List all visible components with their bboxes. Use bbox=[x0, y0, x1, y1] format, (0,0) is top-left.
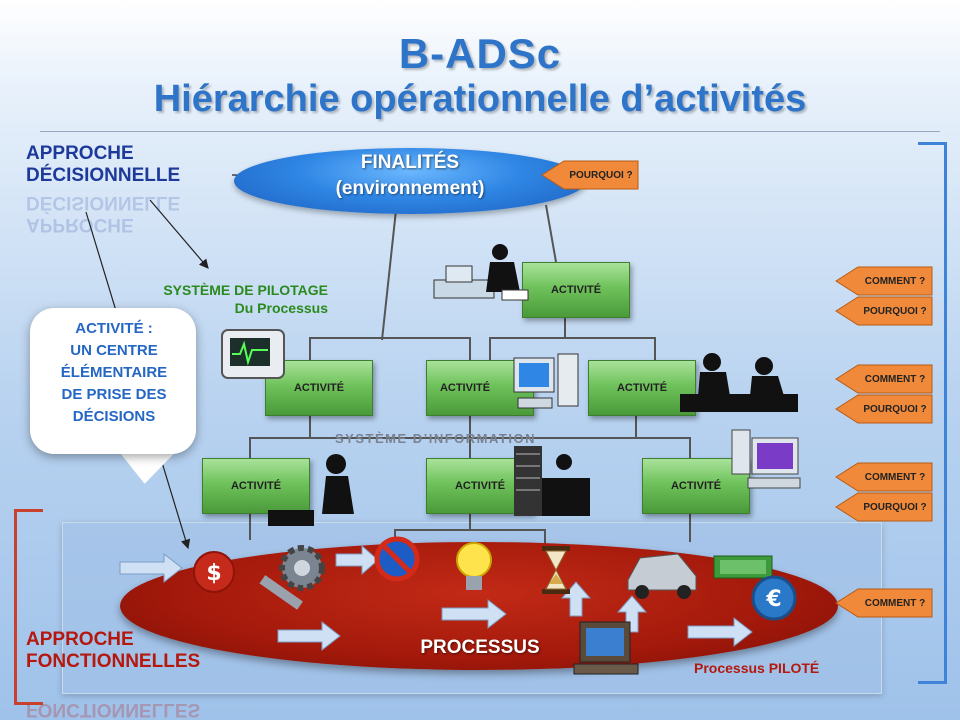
comment-button-3[interactable]: COMMENT ? bbox=[834, 462, 934, 492]
left-bracket bbox=[14, 509, 43, 705]
car-icon bbox=[627, 553, 697, 599]
approach-top-reflect-line2: DÉCISIONNELLE bbox=[26, 192, 181, 213]
pourquoi-button-3[interactable]: POURQUOI ? bbox=[834, 492, 934, 522]
orange-arrow-shape bbox=[835, 588, 933, 618]
systeme-information-label: SYSTÈME D’INFORMATION bbox=[335, 431, 536, 446]
finalites-ellipse bbox=[234, 148, 586, 214]
callout-line1: ACTIVITÉ : bbox=[75, 320, 153, 337]
svg-text:$: $ bbox=[206, 561, 221, 586]
pourquoi-label: POURQUOI ? bbox=[569, 169, 633, 181]
systeme-pilotage-line2: Du Processus bbox=[234, 300, 328, 316]
approach-functional-label: APPROCHE FONCTIONNELLES bbox=[26, 629, 200, 673]
pourquoi-button-2[interactable]: POURQUOI ? bbox=[834, 394, 934, 424]
computer-operator-icon bbox=[433, 244, 529, 301]
callout-line5: DÉCISIONS bbox=[72, 408, 156, 425]
activity-label: ACTIVITÉ bbox=[616, 382, 668, 394]
euro-coin-icon: € bbox=[751, 575, 797, 621]
comment-button-1[interactable]: COMMENT ? bbox=[834, 266, 934, 296]
processus-pilote-label: Processus PILOTÉ bbox=[694, 660, 820, 676]
shop-counter-icon bbox=[514, 446, 590, 516]
orange-arrow-shape bbox=[835, 266, 933, 296]
callout-line2: UN CENTRE bbox=[70, 342, 158, 359]
comment-label: COMMENT ? bbox=[864, 471, 926, 483]
activity-box-l2-3: ACTIVITÉ bbox=[588, 360, 696, 416]
pourquoi-button-top[interactable]: POURQUOI ? bbox=[540, 160, 640, 190]
pourquoi-label: POURQUOI ? bbox=[863, 305, 927, 317]
finalites-label: FINALITÉS (environnement) bbox=[234, 150, 586, 202]
activity-box-l3-1: ACTIVITÉ bbox=[202, 458, 310, 514]
pourquoi-label: POURQUOI ? bbox=[863, 501, 927, 513]
callout-line4: DE PRISE DES bbox=[61, 386, 167, 403]
cash-icon bbox=[713, 555, 773, 579]
approach-bottom-reflect-line2: FONCTIONNELLES bbox=[26, 699, 201, 720]
systeme-pilotage-line1: SYSTÈME DE PILOTAGE bbox=[163, 282, 328, 298]
approach-decision-reflection: APPROCHE DÉCISIONNELLE bbox=[26, 191, 180, 235]
workstation-icon bbox=[731, 429, 801, 489]
medical-monitor-icon bbox=[221, 329, 285, 379]
activity-label: ACTIVITÉ bbox=[230, 480, 282, 492]
orange-arrow-shape bbox=[835, 492, 933, 522]
page-title: Hiérarchie opérationnelle d’activités bbox=[153, 78, 807, 120]
comment-label: COMMENT ? bbox=[864, 373, 926, 385]
svg-text:€: € bbox=[765, 587, 781, 612]
finalites-line2: (environnement) bbox=[335, 178, 485, 199]
meeting-icon bbox=[680, 353, 798, 412]
gear-wrench-icon bbox=[259, 545, 325, 610]
orange-arrow-shape bbox=[835, 296, 933, 326]
callout-line3: ÉLÉMENTAIRE bbox=[60, 364, 168, 381]
orange-arrow-shape bbox=[835, 462, 933, 492]
approach-bottom-line1: APPROCHE bbox=[26, 629, 134, 650]
approach-top-reflect-line1: APPROCHE bbox=[26, 214, 134, 235]
comment-button-4[interactable]: COMMENT ? bbox=[834, 588, 934, 618]
callout-text: ACTIVITÉ : UN CENTRE ÉLÉMENTAIRE DE PRIS… bbox=[36, 318, 192, 428]
activity-label: ACTIVITÉ bbox=[550, 284, 602, 296]
right-bracket bbox=[918, 142, 947, 684]
finalites-line1: FINALITÉS bbox=[360, 152, 460, 173]
title-acronym: B-ADSc bbox=[398, 30, 562, 77]
title-divider bbox=[40, 131, 940, 132]
systeme-pilotage-label: SYSTÈME DE PILOTAGE Du Processus bbox=[118, 281, 328, 317]
light-bulb-icon bbox=[456, 542, 492, 590]
approach-bottom-line2: FONCTIONNELLES bbox=[26, 651, 201, 672]
desktop-computer-icon bbox=[513, 353, 579, 409]
activity-box-pilot: ACTIVITÉ bbox=[522, 262, 630, 318]
computer-icon bbox=[573, 621, 639, 675]
approach-functional-reflection: FONCTIONNELLES bbox=[26, 698, 200, 720]
activity-label: ACTIVITÉ bbox=[293, 382, 345, 394]
activity-label: ACTIVITÉ bbox=[670, 480, 722, 492]
orange-arrow-shape bbox=[835, 364, 933, 394]
typist-icon bbox=[268, 454, 354, 526]
approach-decision-label: APPROCHE DÉCISIONNELLE bbox=[26, 143, 180, 187]
pourquoi-button-1[interactable]: POURQUOI ? bbox=[834, 296, 934, 326]
hourglass-icon bbox=[542, 546, 570, 594]
activity-label: ACTIVITÉ bbox=[454, 480, 506, 492]
approach-top-line2: DÉCISIONNELLE bbox=[26, 165, 181, 186]
comment-button-2[interactable]: COMMENT ? bbox=[834, 364, 934, 394]
approach-top-line1: APPROCHE bbox=[26, 143, 134, 164]
pourquoi-label: POURQUOI ? bbox=[863, 403, 927, 415]
processus-label: PROCESSUS bbox=[420, 637, 540, 658]
orange-arrow-shape bbox=[835, 394, 933, 424]
dollar-coin-icon: $ bbox=[193, 551, 235, 593]
no-parking-icon bbox=[374, 536, 420, 582]
orange-arrow-shape bbox=[541, 160, 639, 190]
comment-label: COMMENT ? bbox=[864, 275, 926, 287]
comment-label: COMMENT ? bbox=[864, 597, 926, 609]
activity-label: ACTIVITÉ bbox=[439, 382, 491, 394]
callout-bubble bbox=[30, 308, 196, 454]
